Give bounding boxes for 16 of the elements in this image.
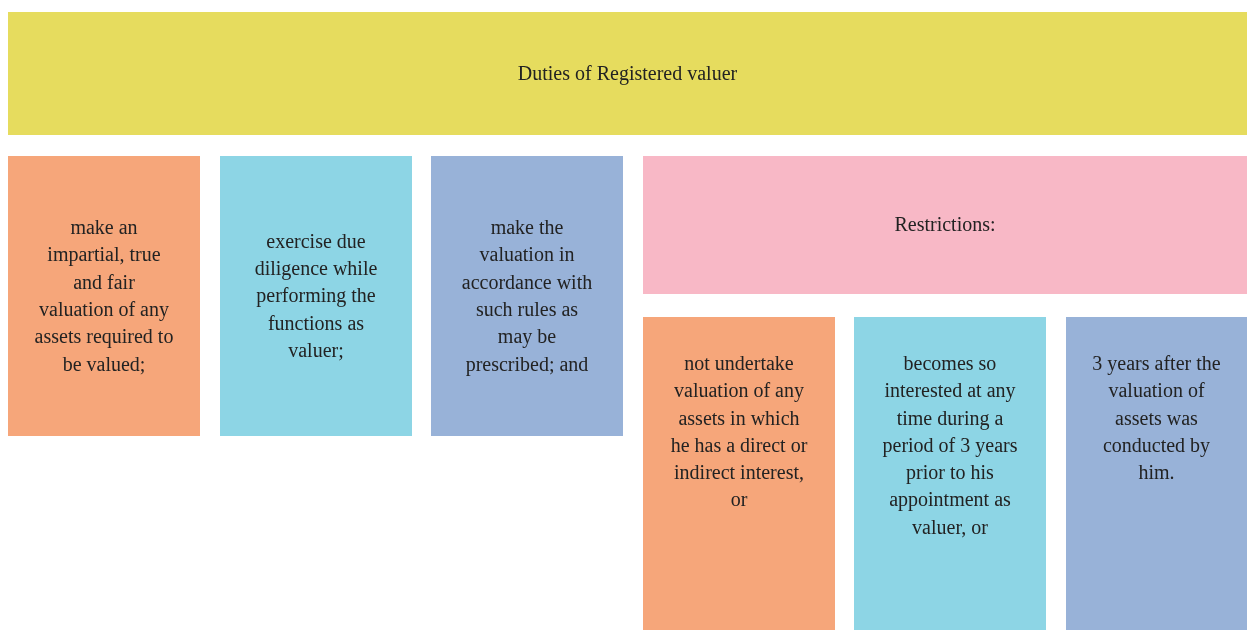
box-text: exercise due diligence while performing the functions as valuer; (253, 228, 379, 363)
title-text: Duties of Registered valuer (517, 60, 738, 87)
text-box (643, 156, 1247, 294)
title-banner (8, 12, 1247, 135)
box-text: becomes so interested at any time during a period of 3 years prior to his appointment as valuer, or (881, 351, 1019, 540)
text-box (220, 156, 412, 436)
box-text: make the valuation in accordance with such rules as may be prescribed; and (460, 215, 594, 378)
box-text: not undertake valuation of any assets in which he has a direct or indirect interest, or (669, 351, 809, 513)
text-box (854, 317, 1046, 630)
box-text: Restrictions: (894, 212, 996, 238)
text-box (643, 317, 835, 630)
text-box (431, 156, 623, 436)
text-box (1066, 317, 1247, 630)
box-text: 3 years after the valuation of assets was conducted by him. (1091, 351, 1222, 486)
text-box (8, 156, 200, 436)
box-text: make an impartial, true and fair valuation of any assets required to be valued; (34, 215, 174, 377)
